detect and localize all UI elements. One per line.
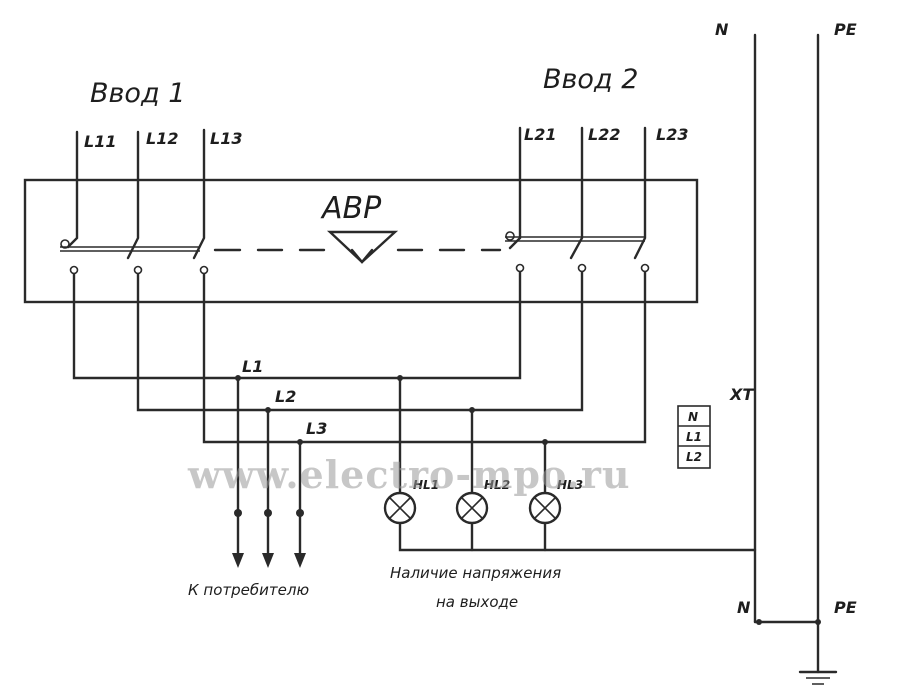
lamp-label-hl1: HL1 xyxy=(413,478,439,492)
bus-label-n-top: N xyxy=(715,20,729,39)
phase-label-l12: L12 xyxy=(146,129,178,148)
interlock-triangle-icon xyxy=(326,230,399,264)
ground-icon xyxy=(798,670,838,685)
voltage-note-line2: на выходе xyxy=(436,593,518,611)
protective-earth-bus xyxy=(753,33,821,674)
junction-dots xyxy=(234,375,548,517)
consumer-arrows-icon xyxy=(232,553,306,568)
ats-box xyxy=(23,178,699,304)
lamp-label-hl3: HL3 xyxy=(557,478,583,492)
bus-label-pe-bottom: PE xyxy=(834,598,857,617)
phase-label-l22: L22 xyxy=(588,125,620,144)
phase-label-l21: L21 xyxy=(524,125,556,144)
terminal-row-l2: L2 xyxy=(686,450,702,464)
input-2-title: Ввод 2 xyxy=(543,64,638,95)
bus-label-n-bottom: N xyxy=(737,598,751,617)
ats-label: АВР xyxy=(320,191,382,226)
input-wires xyxy=(66,126,647,260)
terminal-row-l1: L1 xyxy=(686,430,702,444)
voltage-note-line1: Наличие напряжения xyxy=(390,564,561,582)
watermark: www.electro-mpo.ru xyxy=(187,452,631,497)
output-label-l1: L1 xyxy=(242,357,263,376)
terminal-block xyxy=(677,405,711,469)
output-label-l3: L3 xyxy=(306,419,327,438)
lamp-label-hl2: HL2 xyxy=(484,478,510,492)
indicator-lamp-2-icon xyxy=(455,491,489,525)
input-1-title: Ввод 1 xyxy=(90,78,185,109)
output-label-l2: L2 xyxy=(275,387,296,406)
switch-linkage xyxy=(60,236,645,252)
indicator-lamp-3-icon xyxy=(528,491,562,525)
phase-label-l13: L13 xyxy=(210,129,242,148)
phase-label-l23: L23 xyxy=(656,125,688,144)
terminal-row-n: N xyxy=(688,410,698,424)
bus-label-pe-top: PE xyxy=(834,20,857,39)
consumer-note: К потребителю xyxy=(188,581,309,599)
output-wires xyxy=(72,270,757,557)
terminal-block-title: XT xyxy=(729,385,754,404)
indicator-lamp-1-icon xyxy=(383,491,417,525)
phase-label-l11: L11 xyxy=(84,132,116,151)
